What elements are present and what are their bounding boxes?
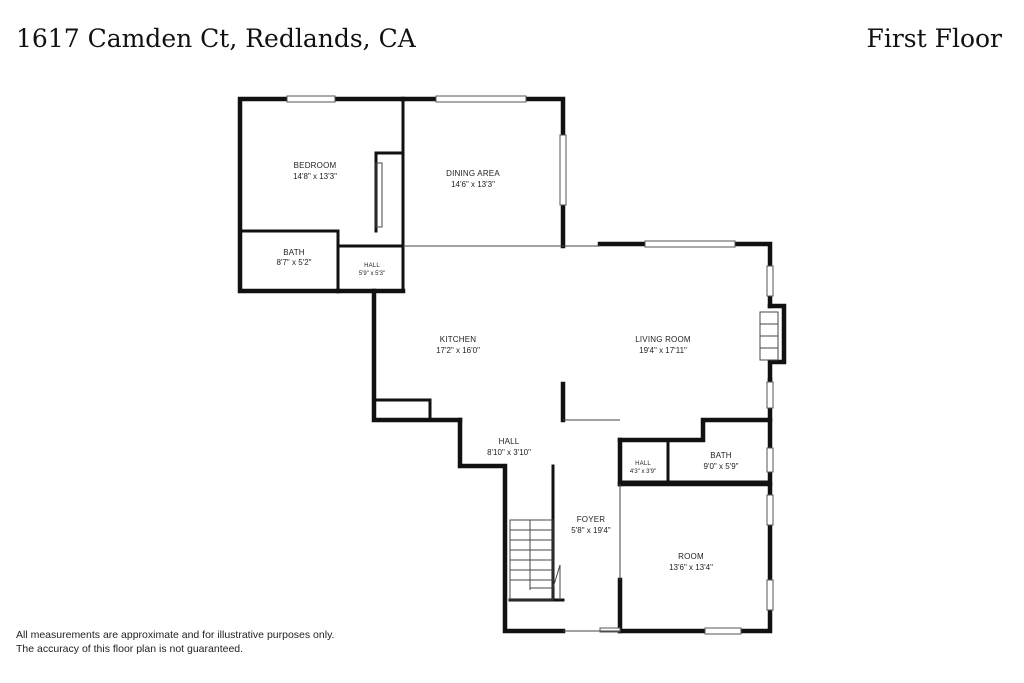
bedroom-dims: 14'8" x 13'3" [293,172,337,181]
room-dims: 13'6" x 13'4" [669,563,713,572]
floor-label: First Floor [866,24,1002,53]
bedroom-label: BEDROOM [294,161,337,170]
address-title: 1617 Camden Ct, Redlands, CA [16,24,416,53]
living-room-dims: 19'4" x 17'11" [639,346,687,355]
hall3-dims: 4'3" x 3'9" [630,469,656,475]
fireplace [759,311,779,361]
disclaimer: All measurements are approximate and for… [16,628,334,656]
room-label: ROOM [678,552,704,561]
kitchen-dims: 17'2" x 16'0" [436,346,480,355]
hall2-dims: 8'10" x 3'10" [487,448,531,457]
foyer-dims: 5'8" x 19'4" [571,526,611,535]
dining-dims: 14'6" x 13'3" [451,180,495,189]
living-room-label: LIVING ROOM [635,335,691,344]
disclaimer-line-1: All measurements are approximate and for… [16,629,335,641]
staircase [509,519,561,601]
bath1-label: BATH [283,248,305,257]
hall2-label: HALL [499,437,520,446]
room-labels: BEDROOM 14'8" x 13'3" DINING AREA 14'6" … [277,161,739,572]
bath2-dims: 9'0" x 5'9" [704,462,739,471]
bath1-dims: 8'7" x 5'2" [277,258,312,267]
kitchen-label: KITCHEN [440,335,477,344]
foyer-label: FOYER [577,515,606,524]
dining-label: DINING AREA [446,169,500,178]
hall3-label: HALL [635,461,651,467]
hall1-label: HALL [364,263,380,269]
hall1-dims: 5'9" x 5'3" [359,271,385,277]
bath2-label: BATH [710,451,732,460]
disclaimer-line-2: The accuracy of this floor plan is not g… [16,643,244,655]
windows [286,95,774,635]
openings [375,162,621,632]
